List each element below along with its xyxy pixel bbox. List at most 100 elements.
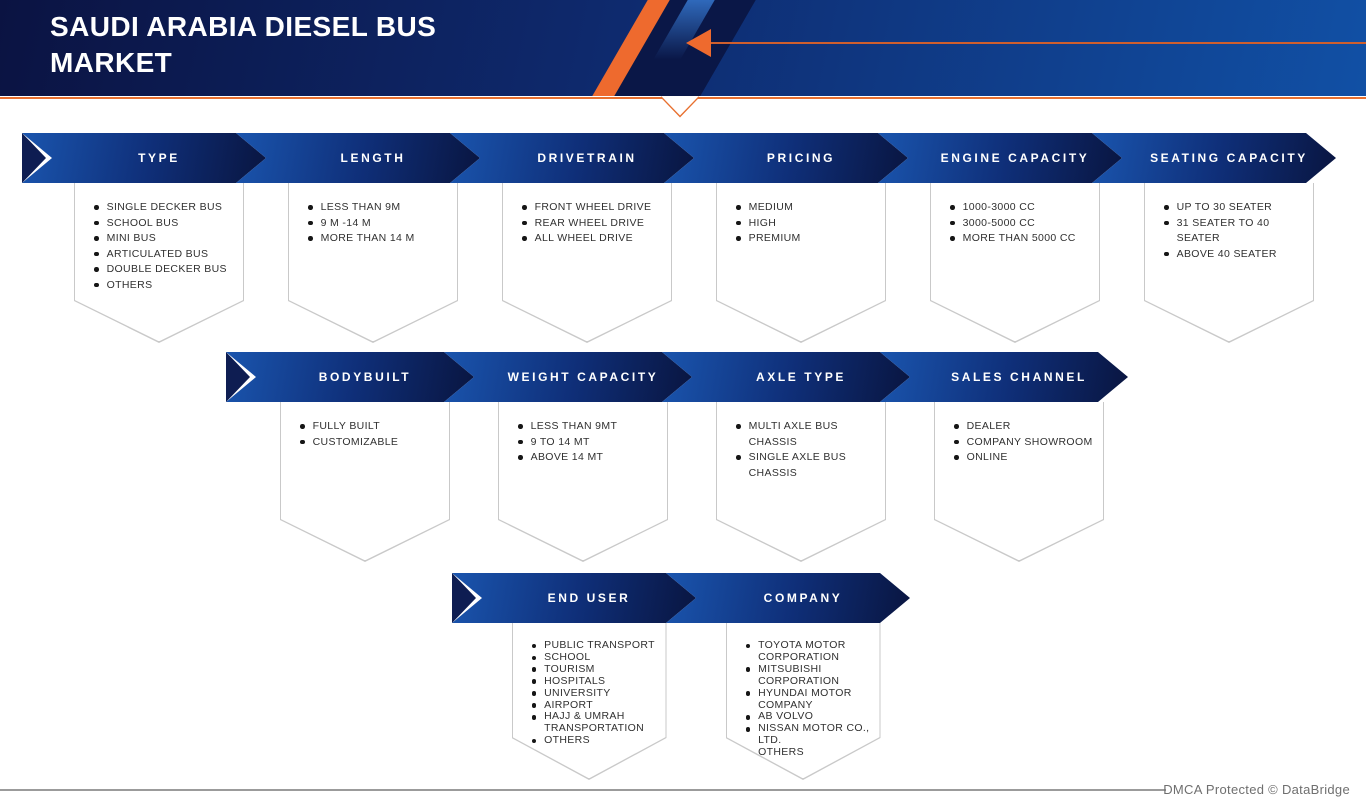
segment-items-box: MEDIUM HIGH PREMIUM: [716, 183, 886, 343]
bullet-icon: [308, 205, 313, 210]
list-item-label: UNIVERSITY: [544, 686, 611, 699]
footer-divider: [0, 789, 1166, 791]
segment-label: SEATING CAPACITY: [1150, 151, 1308, 165]
bullet-icon: [950, 221, 955, 226]
list-item-label: COMPANY SHOWROOM: [966, 435, 1093, 448]
bullet-icon: [746, 667, 751, 672]
bullet-icon: [746, 691, 751, 696]
segment-items-box: FULLY BUILT CUSTOMIZABLE: [280, 402, 450, 562]
list-item-label: HAJJ & UMRAH TRANSPORTATION: [544, 710, 645, 735]
list-item: HYUNDAI MOTOR COMPANY: [746, 688, 878, 712]
segment-header: AXLE TYPE: [662, 352, 910, 402]
bullet-icon: [746, 644, 751, 649]
list-item: FRONT WHEEL DRIVE: [522, 200, 669, 216]
list-item: CUSTOMIZABLE: [300, 435, 447, 451]
segment-seating-capacity: SEATING CAPACITY UP TO 30 SEATER 31 SEATER…: [1092, 133, 1336, 343]
header-banner: SAUDI ARABIA DIESEL BUS MARKET: [0, 0, 1366, 96]
list-item: DEALER: [954, 419, 1101, 435]
list-item: OTHERS: [746, 747, 878, 759]
bullet-icon: [1164, 221, 1169, 226]
list-item: 3000-5000 CC: [950, 216, 1097, 232]
list-item-label: DEALER: [966, 420, 1011, 432]
list-item-label: HYUNDAI MOTOR COMPANY: [758, 686, 852, 711]
segment-header: COMPANY: [666, 573, 910, 623]
page-title-line2: MARKET: [50, 47, 173, 78]
list-item: OTHERS: [532, 735, 664, 747]
segment-label: END USER: [547, 591, 631, 605]
segment-items-surface: DEALER COMPANY SHOWROOM ONLINE: [935, 402, 1103, 560]
list-item-label: UP TO 30 SEATER: [1176, 201, 1273, 213]
page-title-line1: SAUDI ARABIA DIESEL BUS: [50, 11, 437, 42]
list-item-label: 9 M -14 M: [320, 216, 372, 229]
bullet-icon: [746, 715, 751, 720]
list-item-label: OTHERS: [106, 278, 153, 291]
list-item: NISSAN MOTOR CO., LTD.: [746, 723, 878, 747]
list-item-label: PREMIUM: [748, 232, 801, 244]
bullet-icon: [308, 221, 313, 226]
bullet-icon: [522, 205, 527, 210]
list-item: LESS THAN 9M: [308, 200, 455, 216]
bullet-icon: [736, 205, 741, 210]
bullet-icon: [950, 205, 955, 210]
bullet-icon: [518, 424, 523, 429]
list-item: 9 M -14 M: [308, 216, 455, 232]
bullet-icon: [1164, 205, 1169, 210]
bullet-icon: [746, 751, 751, 756]
segment-label: BODYBUILT: [318, 370, 412, 384]
list-item-label: TOURISM: [544, 662, 595, 675]
list-item: HIGH: [736, 216, 883, 232]
list-item-label: ARTICULATED BUS: [106, 247, 209, 260]
list-item-label: PUBLIC TRANSPORT: [544, 639, 655, 651]
segment-label: COMPANY: [763, 591, 843, 605]
list-item: SCHOOL: [532, 652, 664, 664]
list-item-label: HOSPITALS: [544, 674, 606, 687]
list-item-label: HIGH: [748, 216, 777, 229]
bullet-icon: [954, 424, 959, 429]
list-item: 1000-3000 CC: [950, 200, 1097, 216]
list-item-label: FULLY BUILT: [312, 420, 381, 432]
segment-items-surface: FULLY BUILT CUSTOMIZABLE: [281, 402, 449, 560]
list-item-label: AIRPORT: [544, 698, 594, 711]
list-item: MORE THAN 14 M: [308, 231, 455, 247]
segment-header: SEATING CAPACITY: [1092, 133, 1336, 183]
list-item: TOYOTA MOTOR CORPORATION: [746, 640, 878, 664]
list-item-label: MEDIUM: [748, 201, 794, 213]
list-item: HAJJ & UMRAH TRANSPORTATION: [532, 711, 664, 735]
bullet-icon: [736, 221, 741, 226]
list-item-label: SCHOOL BUS: [106, 216, 179, 229]
bullet-icon: [94, 221, 99, 226]
list-item-label: CUSTOMIZABLE: [312, 435, 399, 448]
list-item-label: ONLINE: [966, 451, 1008, 463]
pointer-notch-icon: [660, 96, 700, 118]
list-item: 31 SEATER TO 40 SEATER: [1164, 216, 1311, 247]
bullet-icon: [94, 236, 99, 241]
left-arrow-line: [710, 42, 1366, 44]
segment-header: END USER: [452, 573, 696, 623]
segment-label: DRIVETRAIN: [537, 151, 637, 165]
list-item-label: SINGLE DECKER BUS: [106, 201, 223, 213]
list-item-label: REAR WHEEL DRIVE: [534, 216, 645, 229]
segment-header: WEIGHT CAPACITY: [444, 352, 692, 402]
bullet-icon: [518, 440, 523, 445]
bullet-icon: [522, 236, 527, 241]
